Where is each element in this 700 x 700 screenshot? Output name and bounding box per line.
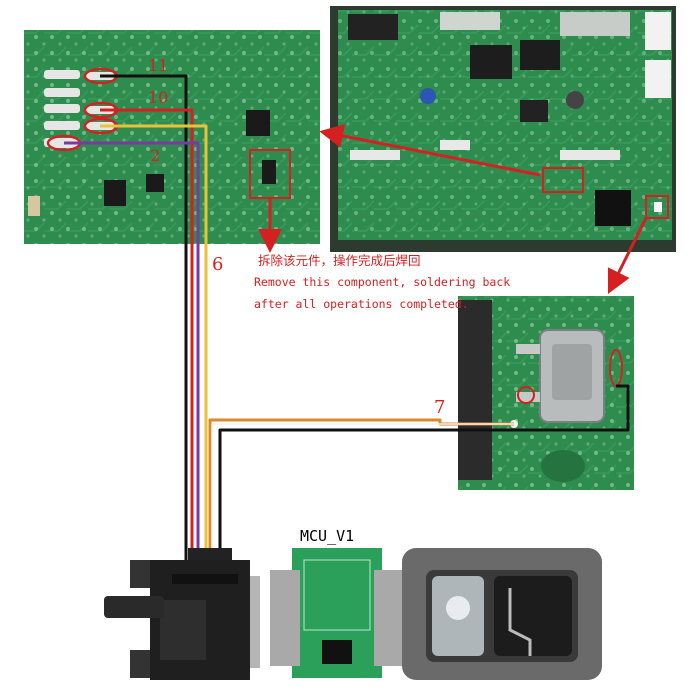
note-line-1: Remove this component, soldering back [254,275,511,289]
pin-label-2: 2 [150,146,161,165]
programmer-device-icon [402,548,602,680]
pin-label-7: 7 [434,397,446,418]
zoom-pcb-top-left [24,30,320,244]
zoom-pcb-bottom-right [458,296,634,490]
arrow-to-bottom-right-zoom [607,217,648,295]
pin-label-6: 6 [212,254,224,275]
mcu-adapter-icon [270,548,404,678]
pin-label-11: 11 [148,56,169,75]
note-chinese: 拆除该元件，操作完成后焊回 [258,253,421,268]
main-board-photo [330,6,676,252]
note-line-2: after all operations completed. [254,297,469,311]
arrow-to-top-left-zoom [319,124,541,177]
wire-bundle [64,74,630,560]
adapter-label: MCU_V1 [300,527,355,545]
db-connector-icon [104,548,260,680]
pin-label-10: 10 [148,88,169,107]
